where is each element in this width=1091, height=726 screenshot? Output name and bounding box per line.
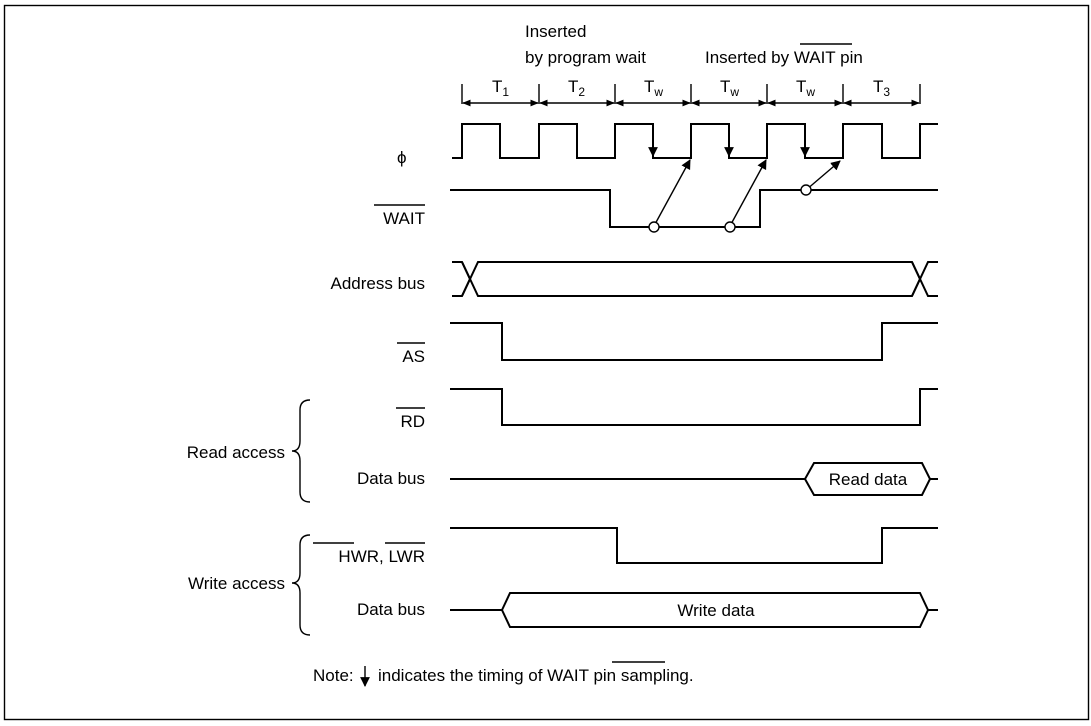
signal-label-read-data-bus: Data bus: [357, 469, 425, 488]
state-label-tw3: Tw: [796, 77, 815, 99]
wait-sample-point-1: [648, 221, 660, 233]
state-label-t1: T1: [492, 77, 509, 99]
wait-pin-prefix: Inserted by: [705, 48, 794, 67]
write-signal-waveform: [450, 527, 938, 564]
signal-label-hwr-lwr: HWR, LWR: [338, 547, 425, 566]
read-access-label: Read access: [187, 443, 285, 462]
wait-sample-point-3: [800, 184, 812, 196]
signal-label-wait: WAIT: [383, 209, 425, 228]
write-access-label: Write access: [188, 574, 285, 593]
state-label-t3: T3: [873, 77, 890, 99]
wait-pin-signal: WAIT: [794, 48, 836, 67]
signal-label-phi: ϕ: [397, 148, 407, 167]
state-ticks: [461, 84, 921, 104]
read-data-label: Read data: [829, 470, 908, 489]
signal-label-as: AS: [402, 347, 425, 366]
signal-label-write-data-bus: Data bus: [357, 600, 425, 619]
wait-signal-waveform: [450, 189, 938, 228]
state-label-tw1: Tw: [644, 77, 663, 99]
write-access-brace: [291, 534, 311, 636]
note-text-part2: pin sampling.: [589, 666, 694, 685]
wait-sample-point-2: [724, 221, 736, 233]
rd-signal-waveform: [450, 388, 938, 426]
note-text: indicates the timing of WAIT pin samplin…: [378, 666, 694, 685]
phi-clock-waveform: [452, 123, 938, 159]
as-signal-waveform: [450, 322, 938, 361]
state-label-tw2: Tw: [720, 77, 739, 99]
lwr-label: LWR: [388, 547, 425, 566]
address-bus-waveform: [452, 261, 938, 297]
signal-label-address-bus: Address bus: [331, 274, 426, 293]
wait-pin-suffix: pin: [835, 48, 862, 67]
state-label-t2: T2: [568, 77, 585, 99]
wait-pin-inserted-label: Inserted by WAIT pin: [705, 48, 863, 67]
hwr-label: HWR: [338, 547, 379, 566]
read-data-bus-waveform: [450, 462, 938, 496]
wait-to-clock-arrow-1: [653, 159, 691, 227]
read-access-brace: [291, 399, 311, 503]
note-prefix: Note:: [313, 666, 354, 685]
write-data-bus-waveform: [450, 592, 938, 628]
note-wait-signal: WAIT: [547, 666, 589, 685]
program-wait-label-line1: Inserted: [525, 22, 586, 41]
program-wait-label-line2: by program wait: [525, 48, 646, 67]
figure-border: [3, 4, 1090, 721]
signal-label-rd: RD: [400, 412, 425, 431]
note-text-part1: indicates the timing of: [378, 666, 547, 685]
write-data-label: Write data: [677, 601, 755, 620]
wait-to-clock-arrow-2: [729, 159, 767, 227]
state-labels: T1 T2 Tw Tw Tw T3: [492, 77, 890, 99]
wait-to-clock-arrow-3: [805, 160, 841, 191]
